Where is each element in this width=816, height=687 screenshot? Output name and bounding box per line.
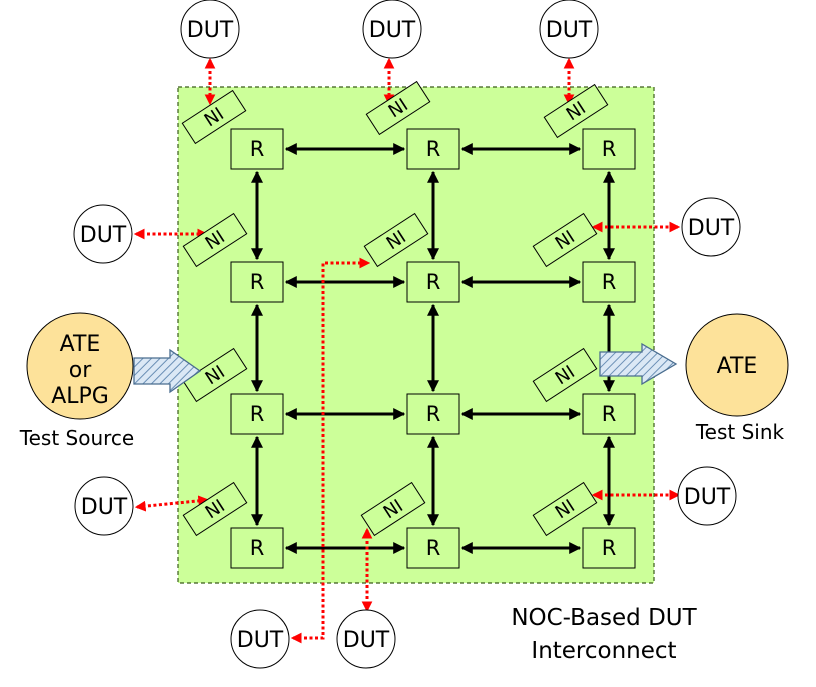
ni-box	[532, 481, 598, 537]
router-3-2: R	[582, 527, 636, 569]
router-label: R	[250, 536, 265, 560]
dut-circle	[681, 197, 741, 257]
router-label: R	[602, 137, 617, 161]
router-label: R	[250, 137, 265, 161]
dut-circle	[74, 476, 134, 536]
router-1-0: R	[230, 261, 284, 303]
dut-label: DUT	[81, 495, 128, 520]
router-box	[230, 527, 284, 569]
ni-box	[182, 347, 248, 403]
router-box	[230, 261, 284, 303]
router-box	[230, 128, 284, 170]
router-3-1: R	[406, 527, 460, 569]
test-source: ATE or ALPG Test Source	[19, 312, 202, 450]
router-label: R	[250, 270, 265, 294]
source-line1: ATE	[60, 332, 101, 357]
dut-circle	[73, 204, 133, 264]
dut-label: DUT	[688, 216, 735, 241]
network-interface-11: NI	[532, 481, 598, 537]
router-box	[406, 261, 460, 303]
dut-circle	[362, 0, 422, 59]
dut-label: DUT	[369, 18, 416, 43]
router-1-2: R	[582, 261, 636, 303]
network-interface-7: NI	[182, 347, 248, 403]
router-3-0: R	[230, 527, 284, 569]
dut-label: DUT	[343, 628, 390, 653]
source-line3: ALPG	[51, 384, 109, 409]
dut-top-2: DUT	[362, 0, 422, 59]
footer-line1: NOC-Based DUT	[511, 605, 697, 631]
ate-sink-circle	[685, 313, 789, 417]
dut-bottom-1: DUT	[230, 609, 290, 669]
ni-box	[360, 481, 426, 537]
dut-label: DUT	[237, 628, 284, 653]
router-0-2: R	[582, 128, 636, 170]
duts: DUT DUT DUT DUT DUT DUT DUT DUT DUT	[73, 0, 741, 669]
router-2-0: R	[230, 393, 284, 435]
router-1-1: R	[406, 261, 460, 303]
ni-box	[182, 212, 248, 268]
test-sink: ATE Test Sink	[599, 313, 789, 444]
sink-label: ATE	[717, 354, 758, 379]
router-box	[582, 128, 636, 170]
dut-right-2: DUT	[677, 466, 737, 526]
dut-circle	[230, 609, 290, 669]
router-label: R	[602, 270, 617, 294]
dut-circle	[180, 0, 240, 59]
router-box	[406, 527, 460, 569]
dut-circle	[677, 466, 737, 526]
dut-circle	[336, 609, 396, 669]
dut-top-3: DUT	[539, 0, 599, 59]
dut-circle	[539, 0, 599, 59]
router-label: R	[602, 402, 617, 426]
dut-left-2: DUT	[74, 476, 134, 536]
network-interface-6: NI	[532, 212, 598, 268]
source-arrow	[133, 348, 202, 394]
dut-label: DUT	[684, 485, 731, 510]
router-box	[582, 393, 636, 435]
router-box	[230, 393, 284, 435]
router-label: R	[250, 402, 265, 426]
ate-alpg-circle	[26, 312, 134, 420]
router-0-1: R	[406, 128, 460, 170]
router-box	[406, 128, 460, 170]
router-box	[406, 393, 460, 435]
test-source-caption: Test Source	[19, 426, 134, 450]
ni-box	[363, 212, 429, 268]
dotted-links	[133, 57, 681, 644]
router-label: R	[602, 536, 617, 560]
dut-label: DUT	[80, 223, 127, 248]
dut-bottom-2: DUT	[336, 609, 396, 669]
footer-line2: Interconnect	[531, 638, 676, 664]
dotted-link-left-2	[134, 495, 210, 512]
ni-box	[182, 481, 248, 537]
router-label: R	[426, 402, 441, 426]
ni-box	[532, 347, 598, 403]
router-label: R	[426, 536, 441, 560]
dotted-link-bottom-1	[290, 257, 371, 644]
router-label: R	[426, 270, 441, 294]
dut-label: DUT	[187, 18, 234, 43]
dut-left-1: DUT	[73, 204, 133, 264]
sink-arrow	[599, 342, 678, 386]
dut-top-1: DUT	[180, 0, 240, 59]
network-interface-3: NI	[543, 83, 609, 139]
ni-box	[543, 83, 609, 139]
ni-box	[181, 89, 247, 145]
dut-right-1: DUT	[681, 197, 741, 257]
source-line2: or	[69, 358, 92, 383]
ni-box	[365, 80, 431, 136]
ni-box	[532, 212, 598, 268]
router-box	[582, 527, 636, 569]
router-box	[582, 261, 636, 303]
router-0-0: R	[230, 128, 284, 170]
test-sink-caption: Test Sink	[695, 420, 785, 444]
dut-label: DUT	[546, 18, 593, 43]
router-2-2: R	[582, 393, 636, 435]
router-label: R	[426, 137, 441, 161]
router-2-1: R	[406, 393, 460, 435]
routers: R R R R R R R R R R R R	[230, 128, 636, 569]
